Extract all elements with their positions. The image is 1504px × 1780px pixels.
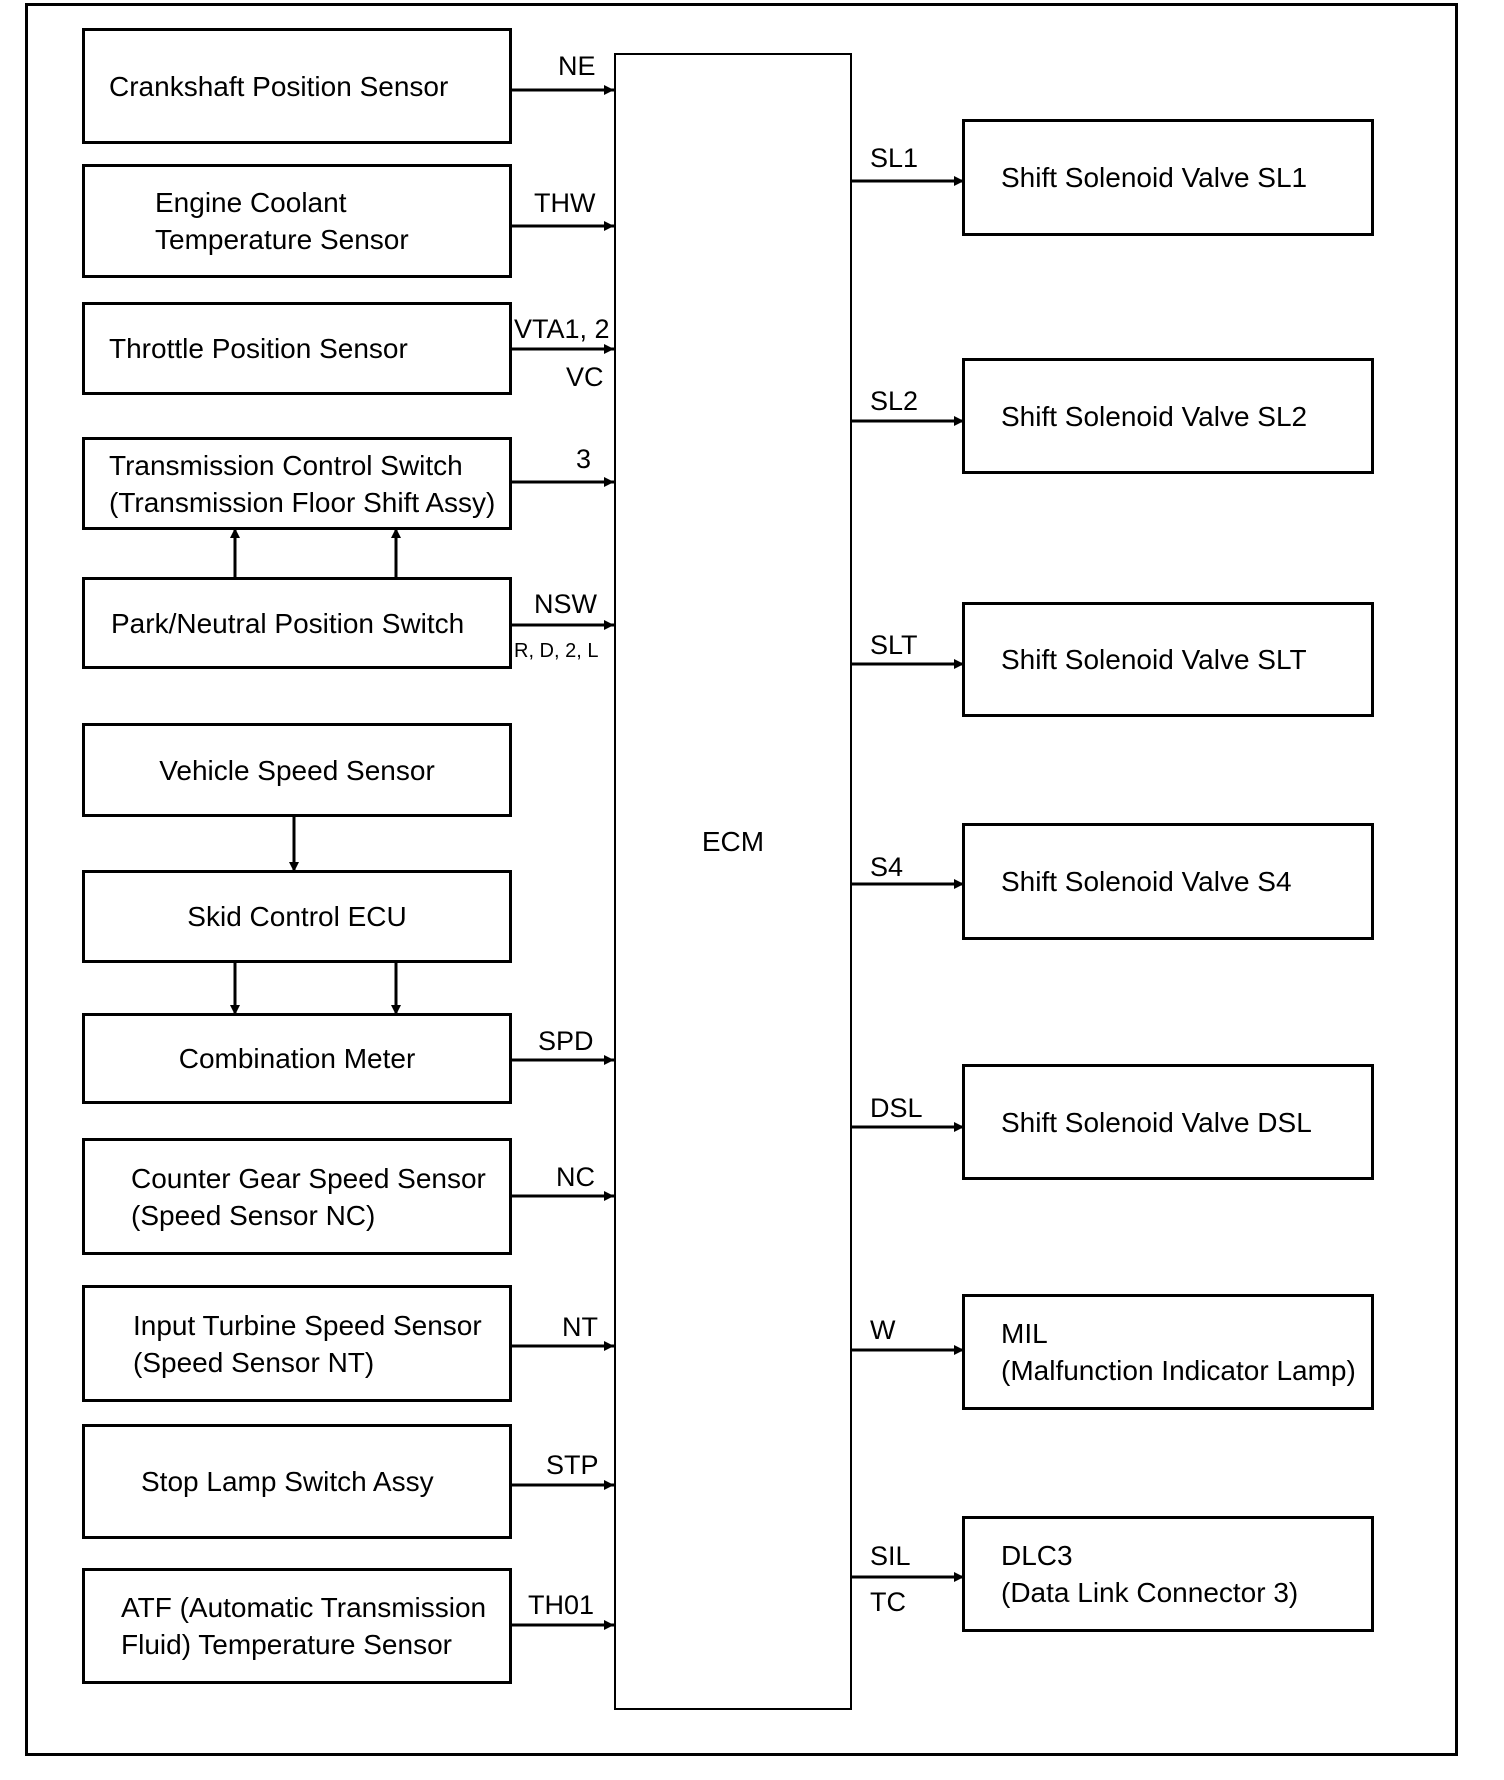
throttle-position-sensor-box: Throttle Position Sensor [82, 302, 512, 395]
counter-gear-speed-sensor-box: Counter Gear Speed Sensor (Speed Sensor … [82, 1138, 512, 1255]
box-label-line-2: Fluid) Temperature Sensor [121, 1629, 452, 1660]
signal-nc: NC [556, 1162, 595, 1192]
shift-solenoid-valve-sl1-box: Shift Solenoid Valve SL1 [962, 119, 1374, 236]
shift-solenoid-valve-sl2-box: Shift Solenoid Valve SL2 [962, 358, 1374, 474]
shift-solenoid-valve-dsl-box: Shift Solenoid Valve DSL [962, 1064, 1374, 1180]
signal-thw: THW [534, 188, 596, 218]
signal-stp: STP [546, 1450, 599, 1480]
box-label: Shift Solenoid Valve S4 [1001, 866, 1292, 897]
skid-control-ecu-box: Skid Control ECU [82, 870, 512, 963]
box-label-line-2: (Data Link Connector 3) [1001, 1577, 1299, 1608]
box-label-line-2: (Speed Sensor NC) [131, 1199, 376, 1231]
signal-nt: NT [562, 1312, 598, 1342]
park-neutral-position-switch-box: Park/Neutral Position Switch [82, 577, 512, 669]
box-label-line-1: Counter Gear Speed Sensor [131, 1162, 486, 1194]
box-label: Shift Solenoid Valve DSL [1001, 1106, 1312, 1138]
box-label: Combination Meter [178, 1043, 416, 1074]
box-label-line-2: (Speed Sensor NT) [133, 1346, 375, 1378]
vehicle-speed-sensor-box: Vehicle Speed Sensor [82, 723, 512, 817]
signal-vta: VTA1, 2 [514, 314, 610, 344]
signal-nsw-ranges: R, D, 2, L [514, 640, 599, 662]
signal-tc: TC [870, 1587, 906, 1617]
signal-sl2: SL2 [870, 386, 919, 416]
diagram-frame [25, 3, 1458, 1756]
signal-s4: S4 [870, 852, 904, 882]
signal-sl1: SL1 [870, 143, 919, 173]
box-label: Throttle Position Sensor [109, 333, 408, 364]
box-label-line-1: Input Turbine Speed Sensor [133, 1309, 482, 1341]
stop-lamp-switch-assy-box: Stop Lamp Switch Assy [82, 1424, 512, 1539]
atf-temperature-sensor-box: ATF (Automatic Transmission Fluid) Tempe… [82, 1568, 512, 1684]
box-label-line-2: (Transmission Floor Shift Assy) [109, 486, 496, 518]
ecm-block: ECM [614, 53, 852, 1710]
box-label-line-2: (Malfunction Indicator Lamp) [1001, 1355, 1356, 1386]
signal-3: 3 [576, 444, 592, 474]
signal-spd: SPD [538, 1026, 594, 1056]
signal-slt: SLT [870, 630, 918, 660]
dlc3-box: DLC3 (Data Link Connector 3) [962, 1516, 1374, 1632]
box-label-line-2: Temperature Sensor [155, 224, 409, 255]
box-label: Shift Solenoid Valve SLT [1001, 644, 1307, 675]
box-label-line-1: DLC3 [1001, 1540, 1073, 1571]
signal-ne: NE [558, 51, 596, 81]
crankshaft-position-sensor-box: Crankshaft Position Sensor [82, 28, 512, 144]
box-label: Vehicle Speed Sensor [159, 754, 435, 786]
engine-coolant-temperature-sensor-box: Engine Coolant Temperature Sensor [82, 164, 512, 278]
transmission-control-switch-box: Transmission Control Switch (Transmissio… [82, 437, 512, 530]
box-label-line-1: Transmission Control Switch [109, 449, 463, 481]
box-label: Stop Lamp Switch Assy [141, 1466, 434, 1497]
ecm-label: ECM [701, 826, 765, 857]
signal-nsw: NSW [534, 589, 597, 619]
shift-solenoid-valve-slt-box: Shift Solenoid Valve SLT [962, 602, 1374, 717]
box-label: Crankshaft Position Sensor [109, 70, 449, 102]
box-label-line-1: MIL [1001, 1318, 1048, 1349]
shift-solenoid-valve-s4-box: Shift Solenoid Valve S4 [962, 823, 1374, 940]
signal-sil: SIL [870, 1541, 911, 1571]
combination-meter-box: Combination Meter [82, 1013, 512, 1104]
input-turbine-speed-sensor-box: Input Turbine Speed Sensor (Speed Sensor… [82, 1285, 512, 1402]
signal-dsl: DSL [870, 1093, 923, 1123]
box-label: Shift Solenoid Valve SL1 [1001, 162, 1308, 193]
box-label: Shift Solenoid Valve SL2 [1001, 400, 1308, 432]
box-label: Park/Neutral Position Switch [111, 607, 465, 639]
box-label-line-1: Engine Coolant [155, 187, 347, 218]
signal-th01: TH01 [528, 1590, 595, 1620]
mil-box: MIL (Malfunction Indicator Lamp) [962, 1294, 1374, 1410]
signal-vc: VC [566, 362, 604, 392]
box-label-line-1: ATF (Automatic Transmission [121, 1592, 487, 1623]
signal-w: W [870, 1315, 896, 1345]
box-label: Skid Control ECU [187, 901, 407, 932]
